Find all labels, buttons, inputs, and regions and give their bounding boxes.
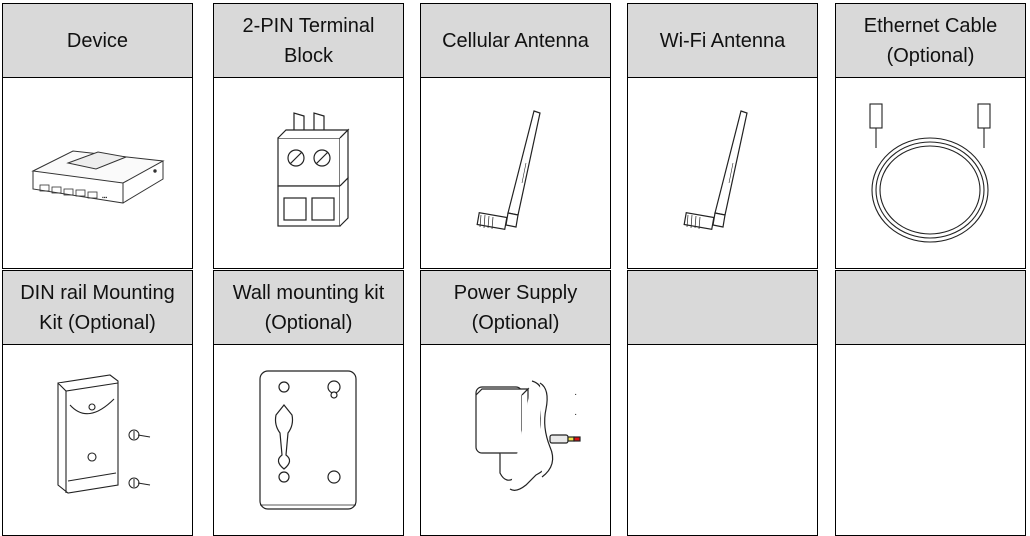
cellular-antenna-icon [475, 110, 541, 231]
item-card-power-supply: Power Supply (Optional) · · [420, 270, 611, 536]
item-card-terminal-block: 2-PIN Terminal Block [213, 3, 404, 269]
wifi-antenna-icon [682, 110, 748, 231]
item-card-wifi-antenna: Wi-Fi Antenna [627, 3, 818, 269]
router-device-icon: ▪▪▪ [30, 150, 165, 204]
item-label: 2-PIN Terminal Block [214, 4, 403, 78]
item-image-area [421, 78, 610, 268]
item-card-ethernet-cable: Ethernet Cable (Optional) [835, 3, 1026, 269]
item-image-area [836, 78, 1025, 268]
svg-text:▪▪▪: ▪▪▪ [102, 195, 108, 201]
din-rail-kit-icon [56, 374, 150, 494]
item-label: Power Supply (Optional) [421, 271, 610, 345]
item-image-area [3, 345, 192, 535]
svg-text:·: · [574, 409, 577, 420]
svg-text:·: · [574, 389, 577, 400]
item-label: Device [3, 4, 192, 78]
item-image-area: ▪▪▪ [3, 78, 192, 268]
item-card-wall-mount-kit: Wall mounting kit (Optional) [213, 270, 404, 536]
item-image-area [214, 345, 403, 535]
item-card-cellular-antenna: Cellular Antenna [420, 3, 611, 269]
item-label: Ethernet Cable (Optional) [836, 4, 1025, 78]
item-image-area: · · [421, 345, 610, 535]
ethernet-cable-icon [868, 103, 991, 243]
item-image-area [628, 345, 817, 535]
item-label: DIN rail Mounting Kit (Optional) [3, 271, 192, 345]
item-image-area [836, 345, 1025, 535]
item-label [628, 271, 817, 345]
item-label: Wall mounting kit (Optional) [214, 271, 403, 345]
item-image-area [214, 78, 403, 268]
item-label [836, 271, 1025, 345]
wall-mount-plate-icon [258, 370, 357, 510]
item-image-area [628, 78, 817, 268]
item-label: Cellular Antenna [421, 4, 610, 78]
item-card-empty-2 [835, 270, 1026, 536]
item-card-empty-1 [627, 270, 818, 536]
item-card-din-rail-kit: DIN rail Mounting Kit (Optional) [2, 270, 193, 536]
item-label: Wi-Fi Antenna [628, 4, 817, 78]
power-adapter-icon: · · [474, 380, 581, 491]
terminal-block-icon [276, 112, 349, 227]
item-card-device: Device ▪▪▪ [2, 3, 193, 269]
